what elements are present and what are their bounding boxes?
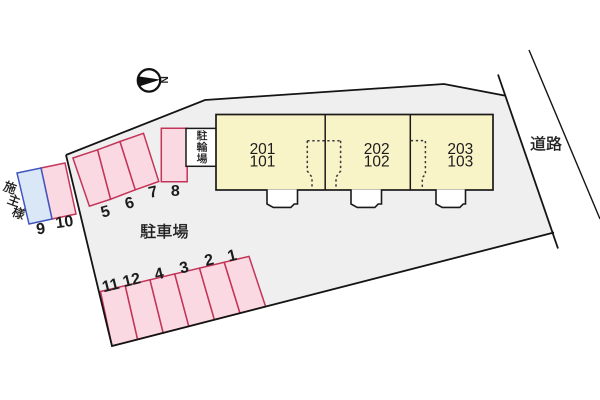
svg-text:10: 10 xyxy=(54,213,74,232)
svg-text:1: 1 xyxy=(226,247,239,266)
svg-text:6: 6 xyxy=(123,194,136,213)
svg-text:202: 202 xyxy=(364,141,390,158)
svg-text:7: 7 xyxy=(147,183,160,202)
svg-text:2: 2 xyxy=(203,251,216,270)
svg-text:103: 103 xyxy=(447,154,473,171)
svg-text:8: 8 xyxy=(171,183,180,200)
svg-text:N: N xyxy=(158,76,169,83)
svg-text:5: 5 xyxy=(99,203,112,222)
svg-text:12: 12 xyxy=(121,270,142,291)
svg-text:3: 3 xyxy=(178,259,191,278)
svg-text:101: 101 xyxy=(250,154,276,171)
svg-text:9: 9 xyxy=(35,220,46,238)
svg-text:102: 102 xyxy=(364,154,390,171)
svg-text:4: 4 xyxy=(153,265,166,284)
svg-text:201: 201 xyxy=(250,141,276,158)
svg-text:11: 11 xyxy=(100,276,121,297)
svg-text:203: 203 xyxy=(447,141,473,158)
